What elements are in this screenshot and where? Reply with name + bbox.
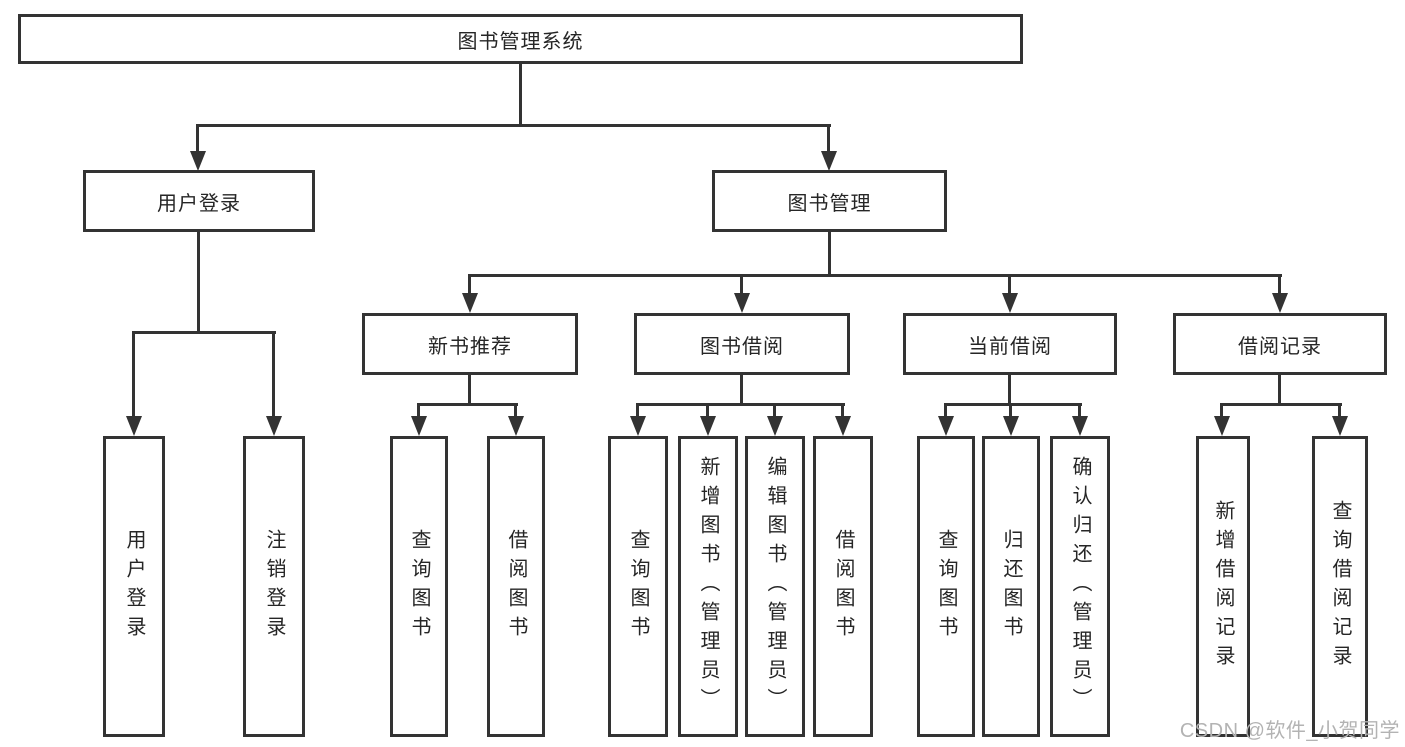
arrowhead-down-icon — [266, 416, 282, 436]
connector-drop-leaf — [514, 403, 517, 419]
leaf-borrow-add-books-admin-label: 新增图书（管理员） — [697, 456, 719, 717]
connector-drop-leaf — [773, 403, 776, 419]
leaf-records-add-record: 新增借阅记录 — [1196, 436, 1250, 737]
arrowhead-down-icon — [508, 416, 524, 436]
connector-root-stub — [519, 62, 522, 126]
connector-borrowing-records-bar — [1220, 403, 1342, 406]
connector-book-management-stub — [828, 230, 831, 277]
connector-book-borrowing-bar — [636, 403, 845, 406]
connector-current-borrowing-stub — [1008, 373, 1011, 406]
arrowhead-down-icon — [1332, 416, 1348, 436]
connector-drop-leaf — [417, 403, 420, 419]
connector-user-login-bar — [133, 331, 276, 334]
leaf-current-query-books: 查询图书 — [917, 436, 975, 737]
arrowhead-down-icon — [630, 416, 646, 436]
leaf-user-login-label: 用户登录 — [123, 528, 145, 645]
connector-book-management-bar — [468, 274, 1282, 277]
arrowhead-down-icon — [411, 416, 427, 436]
connector-drop-book-management — [827, 124, 830, 154]
connector-drop-user-login — [196, 124, 199, 154]
node-current-borrowing-label: 当前借阅 — [968, 335, 1052, 358]
leaf-newbook-query-books: 查询图书 — [390, 436, 448, 737]
arrowhead-down-icon — [126, 416, 142, 436]
arrowhead-down-icon — [1002, 293, 1018, 313]
connector-borrowing-records-stub — [1278, 373, 1281, 406]
node-book-management-label: 图书管理 — [787, 192, 872, 215]
node-book-management: 图书管理 — [712, 170, 947, 232]
node-borrowing-records: 借阅记录 — [1173, 313, 1387, 375]
leaf-logout: 注销登录 — [243, 436, 305, 737]
arrowhead-down-icon — [1003, 416, 1019, 436]
connector-drop-leaf — [841, 403, 844, 419]
leaf-borrow-borrow-books: 借阅图书 — [813, 436, 873, 737]
node-current-borrowing: 当前借阅 — [903, 313, 1117, 375]
connector-drop-leaf — [1078, 403, 1081, 419]
leaf-borrow-query-books-label: 查询图书 — [627, 528, 649, 645]
connector-drop-leaf-user-login — [132, 331, 135, 419]
arrowhead-down-icon — [835, 416, 851, 436]
connector-drop-new-book — [468, 274, 471, 296]
node-book-borrowing-label: 图书借阅 — [700, 335, 784, 358]
connector-root-bar — [196, 124, 831, 127]
leaf-current-return-books: 归还图书 — [982, 436, 1040, 737]
connector-user-login-stub — [197, 230, 200, 334]
leaf-logout-label: 注销登录 — [263, 528, 285, 645]
node-book-borrowing: 图书借阅 — [634, 313, 850, 375]
connector-drop-leaf — [1009, 403, 1012, 419]
arrowhead-down-icon — [821, 151, 837, 171]
node-borrowing-records-label: 借阅记录 — [1238, 335, 1322, 358]
leaf-user-login: 用户登录 — [103, 436, 165, 737]
connector-drop-leaf — [636, 403, 639, 419]
leaf-records-query-record: 查询借阅记录 — [1312, 436, 1368, 737]
leaf-borrow-query-books: 查询图书 — [608, 436, 668, 737]
arrowhead-down-icon — [190, 151, 206, 171]
connector-drop-leaf — [1220, 403, 1223, 419]
leaf-current-confirm-return-admin: 确认归还（管理员） — [1050, 436, 1110, 737]
connector-drop-leaf — [706, 403, 709, 419]
leaf-newbook-borrow-books: 借阅图书 — [487, 436, 545, 737]
arrowhead-down-icon — [1214, 416, 1230, 436]
connector-drop-leaf-logout — [272, 331, 275, 419]
connector-new-book-bar — [417, 403, 518, 406]
node-root-label: 图书管理系统 — [457, 30, 584, 53]
node-new-book-recommendation: 新书推荐 — [362, 313, 578, 375]
leaf-borrow-borrow-books-label: 借阅图书 — [832, 528, 854, 645]
leaf-current-confirm-return-admin-label: 确认归还（管理员） — [1069, 456, 1091, 717]
node-user-login-label: 用户登录 — [157, 192, 241, 215]
leaf-newbook-query-books-label: 查询图书 — [408, 528, 430, 645]
leaf-borrow-edit-books-admin: 编辑图书（管理员） — [745, 436, 805, 737]
connector-drop-borrowing-records — [1278, 274, 1281, 296]
arrowhead-down-icon — [1272, 293, 1288, 313]
leaf-records-add-record-label: 新增借阅记录 — [1212, 499, 1234, 674]
connector-new-book-stub — [468, 373, 471, 406]
connector-book-borrowing-stub — [740, 373, 743, 406]
node-root: 图书管理系统 — [18, 14, 1023, 64]
leaf-current-query-books-label: 查询图书 — [935, 528, 957, 645]
arrowhead-down-icon — [462, 293, 478, 313]
leaf-records-query-record-label: 查询借阅记录 — [1329, 499, 1351, 674]
connector-drop-book-borrowing — [740, 274, 743, 296]
leaf-borrow-edit-books-admin-label: 编辑图书（管理员） — [764, 456, 786, 717]
connector-drop-leaf — [1338, 403, 1341, 419]
arrowhead-down-icon — [1072, 416, 1088, 436]
node-user-login: 用户登录 — [83, 170, 315, 232]
connector-drop-current-borrowing — [1008, 274, 1011, 296]
leaf-current-return-books-label: 归还图书 — [1000, 528, 1022, 645]
leaf-borrow-add-books-admin: 新增图书（管理员） — [678, 436, 738, 737]
watermark: CSDN @软件_小贺同学 — [1179, 720, 1400, 742]
connector-current-borrowing-bar — [944, 403, 1082, 406]
leaf-newbook-borrow-books-label: 借阅图书 — [505, 528, 527, 645]
connector-drop-leaf — [944, 403, 947, 419]
arrowhead-down-icon — [938, 416, 954, 436]
node-new-book-recommendation-label: 新书推荐 — [428, 335, 512, 358]
arrowhead-down-icon — [767, 416, 783, 436]
arrowhead-down-icon — [700, 416, 716, 436]
arrowhead-down-icon — [734, 293, 750, 313]
